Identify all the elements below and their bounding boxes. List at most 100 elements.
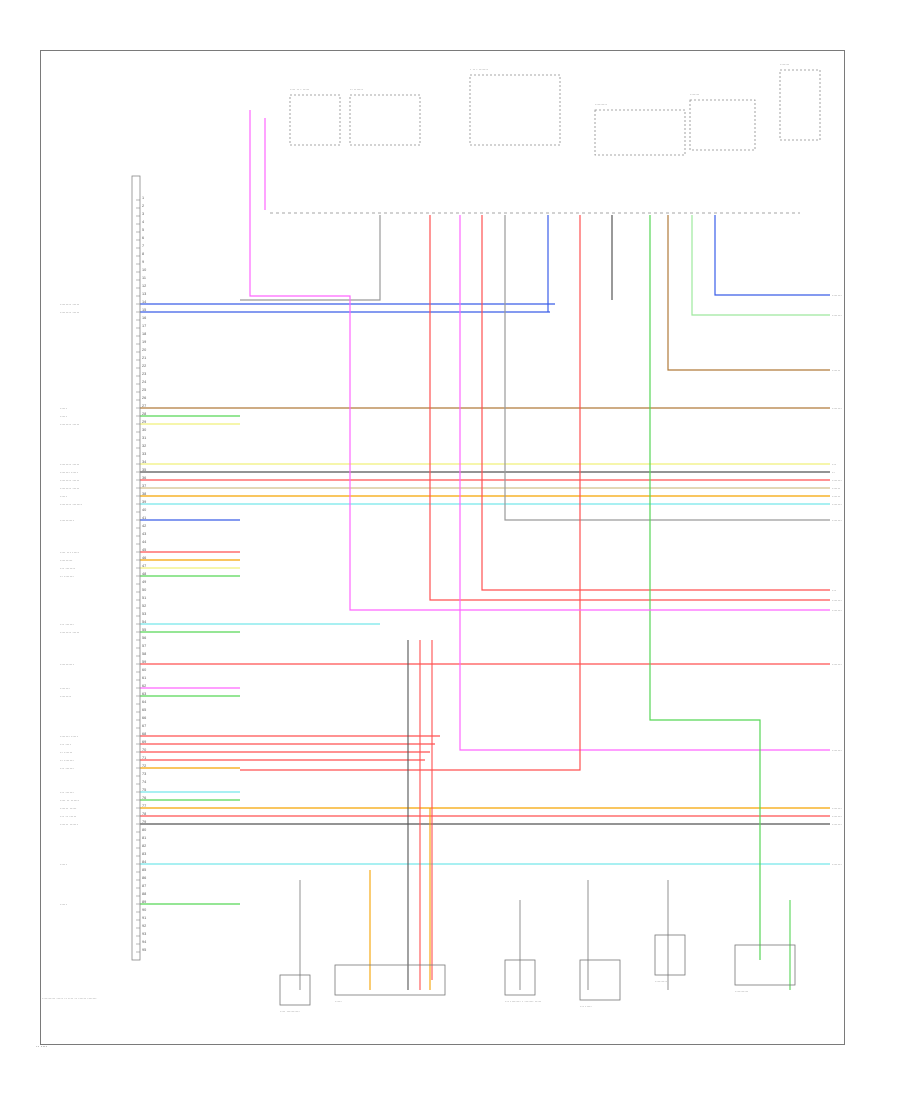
vertical-wire bbox=[459, 215, 830, 751]
pin-number: 70 bbox=[142, 748, 146, 752]
terminal-label: ······· bbox=[832, 862, 842, 867]
terminal-label: ······· bbox=[832, 748, 842, 753]
circuit-label: ···· ·· ······ bbox=[60, 798, 79, 803]
circuit-label: ···· ··· ····· bbox=[60, 550, 79, 555]
terminal-label: ······· bbox=[832, 806, 842, 811]
vertical-wire bbox=[504, 215, 830, 521]
circuit-label: ··· ···· bbox=[60, 742, 71, 747]
pcm-label: ·········· ····· ·· ···· ·· ······ ·····… bbox=[42, 996, 97, 1001]
terminal-label: ······· bbox=[832, 313, 842, 318]
circuit-label: ······· ····· bbox=[60, 470, 78, 475]
terminal-label: ······· bbox=[832, 478, 842, 483]
pin-number: 77 bbox=[142, 804, 146, 808]
pin-number: 31 bbox=[142, 436, 146, 440]
pin-number: 37 bbox=[142, 484, 146, 488]
sensor-box bbox=[579, 959, 621, 1001]
vertical-wire bbox=[481, 215, 830, 591]
circuit-label: ··· ······ bbox=[60, 766, 74, 771]
component-label: ··· ········ · ······· ····· bbox=[505, 999, 541, 1004]
pin-number: 16 bbox=[142, 316, 146, 320]
pin-number: 25 bbox=[142, 388, 146, 392]
pin-number: 48 bbox=[142, 572, 146, 576]
pin-number: 15 bbox=[142, 308, 146, 312]
pin-number: 69 bbox=[142, 740, 146, 744]
pin-number: 73 bbox=[142, 772, 146, 776]
pin-number: 53 bbox=[142, 612, 146, 616]
pin-number: 27 bbox=[142, 404, 146, 408]
diagram-id: ·· ···· bbox=[36, 1044, 48, 1050]
pin-number: 44 bbox=[142, 540, 146, 544]
pin-number: 36 bbox=[142, 476, 146, 480]
pin-number: 21 bbox=[142, 356, 146, 360]
terminal-label: ······ bbox=[832, 368, 840, 373]
pin-number: 6 bbox=[142, 236, 144, 240]
component-label: ········· bbox=[595, 102, 607, 107]
circuit-label: ········ ······· bbox=[60, 502, 82, 507]
vertical-wire bbox=[240, 215, 381, 301]
pin-number: 18 bbox=[142, 332, 146, 336]
component-label: ····· bbox=[335, 999, 342, 1004]
pin-number: 35 bbox=[142, 468, 146, 472]
terminal-label: ······· bbox=[832, 662, 842, 667]
pin-number: 3 bbox=[142, 212, 144, 216]
pin-number: 47 bbox=[142, 564, 146, 568]
component-label: ··· ····· bbox=[580, 1004, 592, 1009]
pin-number: 11 bbox=[142, 276, 146, 280]
pin-number: 91 bbox=[142, 916, 146, 920]
pin-number: 57 bbox=[142, 644, 146, 648]
pin-number: 94 bbox=[142, 940, 146, 944]
pin-number: 74 bbox=[142, 780, 146, 784]
pin-number: 8 bbox=[142, 252, 144, 256]
pin-number: 62 bbox=[142, 684, 146, 688]
circuit-label: ······ ······ bbox=[60, 822, 78, 827]
component-label: ·· ······· bbox=[350, 87, 363, 92]
sensor-box bbox=[334, 964, 446, 996]
relay-box bbox=[469, 74, 561, 146]
circuit-label: ······ ····· bbox=[60, 806, 77, 811]
circuit-label: ········· bbox=[60, 558, 73, 563]
terminal-label: ······· bbox=[832, 822, 842, 827]
pin-number: 38 bbox=[142, 492, 146, 496]
pin-number: 88 bbox=[142, 892, 146, 896]
circuit-label: ····· bbox=[60, 406, 67, 411]
pin-number: 54 bbox=[142, 620, 146, 624]
pin-number: 28 bbox=[142, 412, 146, 416]
terminal-label: ······ bbox=[832, 486, 840, 491]
vertical-wire bbox=[249, 110, 830, 611]
pin-number: 71 bbox=[142, 756, 146, 760]
pin-number: 49 bbox=[142, 580, 146, 584]
pin-number: 51 bbox=[142, 596, 146, 600]
pin-number: 29 bbox=[142, 420, 146, 424]
circuit-label: ········ ····· bbox=[60, 422, 79, 427]
pin-number: 85 bbox=[142, 868, 146, 872]
terminal-label: ······· bbox=[832, 518, 842, 523]
pin-number: 2 bbox=[142, 204, 144, 208]
relay-box bbox=[349, 94, 421, 146]
pin-number: 43 bbox=[142, 532, 146, 536]
pin-number: 63 bbox=[142, 692, 146, 696]
pin-number: 66 bbox=[142, 716, 146, 720]
pin-number: 41 bbox=[142, 516, 146, 520]
terminal-label: ······· bbox=[832, 293, 842, 298]
circuit-label: ·········· bbox=[60, 662, 74, 667]
circuit-label: ··· ······· bbox=[60, 566, 75, 571]
pin-number: 39 bbox=[142, 500, 146, 504]
pin-number: 79 bbox=[142, 820, 146, 824]
circuit-label: ····· bbox=[60, 414, 67, 419]
pin-number: 87 bbox=[142, 884, 146, 888]
circuit-label: ········ ····· bbox=[60, 486, 79, 491]
pin-number: 86 bbox=[142, 876, 146, 880]
pin-number: 82 bbox=[142, 844, 146, 848]
circuit-label: ·· ······ bbox=[60, 750, 72, 755]
circuit-label: ····· bbox=[60, 494, 67, 499]
vertical-wire bbox=[691, 215, 830, 316]
component-label: ·········· bbox=[735, 989, 748, 994]
circuit-label: ········ ····· bbox=[60, 478, 79, 483]
terminal-label: ······· bbox=[832, 406, 842, 411]
pin-number: 89 bbox=[142, 900, 146, 904]
circuit-label: ··· ······ bbox=[60, 622, 74, 627]
vertical-wire bbox=[649, 215, 761, 960]
pin-number: 81 bbox=[142, 836, 146, 840]
vertical-wire bbox=[240, 215, 581, 771]
